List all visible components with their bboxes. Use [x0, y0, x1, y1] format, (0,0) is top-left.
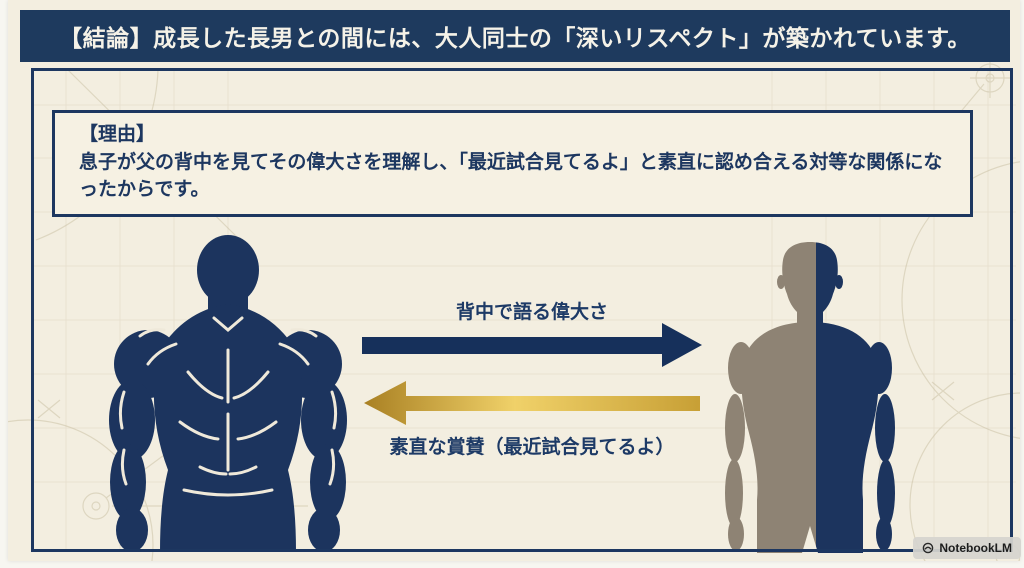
greatness-right-arrow-icon [362, 323, 702, 367]
bottom-arrow-label: 素直な賞賛（最近試合見てるよ） [389, 437, 675, 458]
title-bar: 【結論】成長した長男との間には、大人同士の「深いリスペクト」が築かれています。 [20, 10, 1010, 62]
top-arrow-label: 背中で語る偉大さ [455, 302, 608, 323]
page-title: 【結論】成長した長男との間には、大人同士の「深いリスペクト」が築かれています。 [59, 25, 971, 51]
father-silhouette [109, 235, 347, 552]
notebooklm-badge: NotebookLM [913, 537, 1021, 559]
slide: 【結論】成長した長男との間には、大人同士の「深いリスペクト」が築かれています。 … [8, 0, 1020, 561]
reason-body: 息子が父の背中を見てその偉大さを理解し、「最近試合見てるよ」と素直に認め合える対… [79, 151, 943, 201]
reason-heading: 【理由】 [79, 124, 156, 145]
watermark-label: NotebookLM [939, 541, 1012, 555]
reason-box: 【理由】 息子が父の背中を見てその偉大さを理解し、「最近試合見てるよ」と素直に認… [52, 110, 973, 217]
praise-left-arrow-icon [364, 381, 700, 425]
son-silhouette [725, 242, 895, 553]
notebooklm-logo-icon [923, 542, 934, 554]
